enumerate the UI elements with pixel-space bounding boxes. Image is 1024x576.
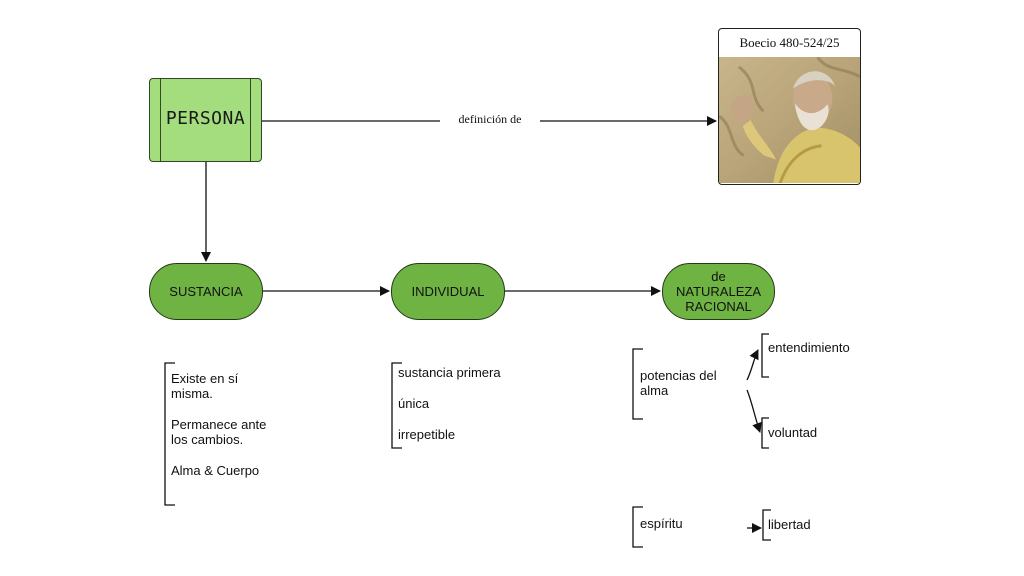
naturaleza-racional-node[interactable]: de NATURALEZA RACIONAL: [662, 263, 775, 320]
naturaleza-line-3: RACIONAL: [685, 299, 752, 314]
espiritu-label: espíritu: [640, 516, 683, 531]
note-line: sustancia primera: [398, 365, 501, 380]
naturaleza-line-2: NATURALEZA: [676, 284, 761, 299]
voluntad-label: voluntad: [768, 425, 818, 440]
persona-label: PERSONA: [165, 108, 246, 129]
individual-notes: sustancia primera única irrepetible: [398, 365, 501, 442]
note-line: única: [398, 396, 430, 411]
individual-node[interactable]: INDIVIDUAL: [391, 263, 505, 320]
note-line: Permanece ante: [171, 417, 267, 432]
boecio-card[interactable]: Boecio 480-524/25: [718, 28, 861, 185]
potencias-line-2: alma: [640, 383, 669, 398]
note-line: Alma & Cuerpo: [171, 463, 260, 478]
brace-entendimiento: [761, 333, 769, 378]
persona-node[interactable]: PERSONA: [149, 78, 262, 162]
brace-voluntad: [761, 417, 769, 449]
sustancia-node[interactable]: SUSTANCIA: [149, 263, 263, 320]
libertad-label: libertad: [768, 517, 811, 532]
brace-individual: [391, 362, 402, 449]
edge-potencias-voluntad: [746, 389, 762, 433]
potencias-line-1: potencias del: [640, 368, 717, 383]
brace-potencias: [632, 348, 643, 420]
brace-sustancia: [164, 362, 175, 506]
naturaleza-line-1: de: [711, 269, 726, 284]
note-line: misma.: [171, 386, 213, 401]
edge-label-definicion: definición de: [440, 112, 540, 127]
persona-right-bar: [250, 79, 251, 161]
boecio-card-title: Boecio 480-524/25: [739, 35, 840, 50]
brace-libertad: [762, 509, 771, 541]
entendimiento-label: entendimiento: [768, 340, 850, 355]
note-line: irrepetible: [398, 427, 456, 442]
potencias-label: potencias del alma: [640, 368, 717, 398]
note-line: Existe en sí: [171, 371, 239, 386]
sustancia-notes: Existe en sí misma. Permanece ante los c…: [171, 371, 266, 478]
persona-left-bar: [160, 79, 161, 161]
brace-espiritu: [632, 506, 643, 548]
edge-potencias-entendimiento: [746, 349, 759, 381]
boecio-portrait-image: [719, 57, 860, 184]
note-line: los cambios.: [171, 432, 244, 447]
